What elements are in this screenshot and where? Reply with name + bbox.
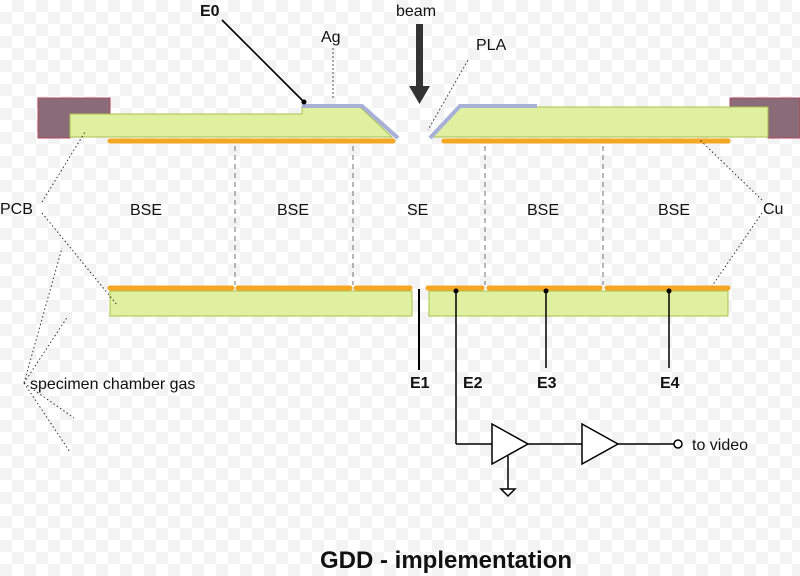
silver-coating-left: [302, 104, 400, 140]
label-e4: E4: [660, 375, 680, 392]
e4-contact-dot: [666, 288, 672, 294]
label-se: SE: [407, 202, 428, 219]
label-e3: E3: [537, 375, 557, 392]
label-pcb: PCB: [0, 201, 33, 218]
label-beam: beam: [396, 3, 436, 20]
silver-coating-right: [428, 104, 537, 140]
label-cu: Cu: [763, 201, 783, 218]
label-e0: E0: [200, 3, 220, 20]
label-to-video: to video: [692, 437, 748, 454]
bottom-pcb-right: [428, 290, 729, 317]
top-pcb-right: [430, 106, 769, 138]
label-bse-4: BSE: [658, 202, 690, 219]
label-e2: E2: [463, 375, 483, 392]
label-pla: PLA: [476, 37, 507, 54]
e0-contact-dot: [301, 99, 307, 105]
pla-pointer: [427, 59, 469, 131]
diagram-title: GDD - implementation: [320, 547, 572, 574]
top-pcb-left: [69, 106, 394, 138]
label-chamber-gas: specimen chamber gas: [30, 376, 195, 393]
label-bse-2: BSE: [277, 202, 309, 219]
e3-contact-dot: [543, 288, 549, 294]
label-ag: Ag: [321, 29, 341, 46]
e0-pointer: [221, 19, 304, 102]
video-output-terminal: [673, 439, 683, 449]
beam-arrow: [409, 24, 430, 104]
leader-lines: [23, 131, 763, 453]
bottom-pcb-left: [109, 290, 413, 317]
label-bse-3: BSE: [527, 202, 559, 219]
e2-contact-dot: [453, 288, 459, 294]
label-bse-1: BSE: [130, 202, 162, 219]
e2-signal-path: [455, 291, 674, 498]
label-e1: E1: [410, 375, 430, 392]
